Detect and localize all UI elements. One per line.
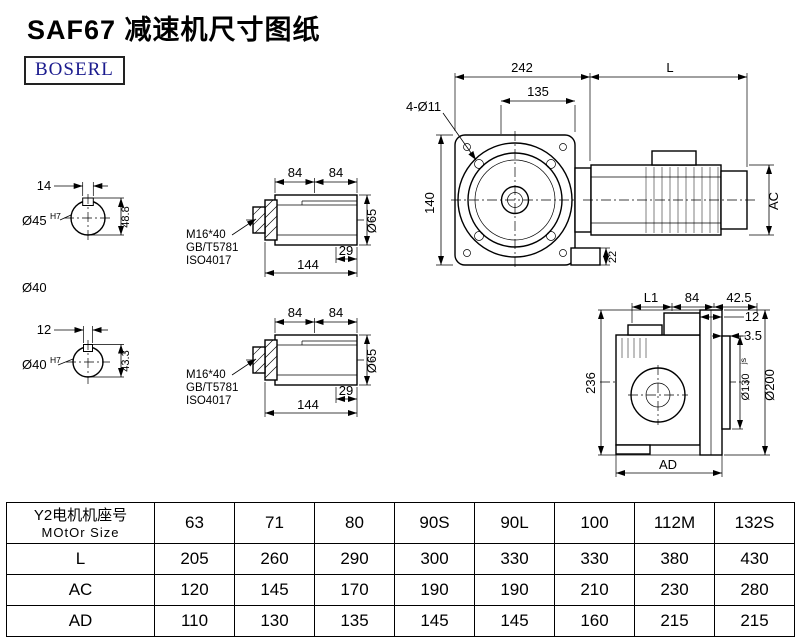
table-cell: 330 xyxy=(474,543,555,575)
table-cell: 71 xyxy=(234,502,315,544)
bolt-hole-callout: 4-Ø11 xyxy=(406,99,441,114)
dim-144: 144 xyxy=(297,397,319,412)
bore-label-40: Ø40 xyxy=(22,357,47,372)
table-cell: 135 xyxy=(314,605,395,637)
dim-242: 242 xyxy=(511,60,533,75)
bore-tolerance-40: H7 xyxy=(50,355,61,365)
table-cell: 230 xyxy=(634,574,715,606)
table-cell: 190 xyxy=(474,574,555,606)
bolt-spec-line1: M16*40 xyxy=(186,369,226,381)
table-row-L: L 205 260 290 300 330 330 380 430 xyxy=(6,543,795,575)
dim-84: 84 xyxy=(685,290,699,305)
dim-84-right: 84 xyxy=(329,305,343,320)
table-cell: 130 xyxy=(234,605,315,637)
table-cell: 330 xyxy=(554,543,635,575)
dim-84-left: 84 xyxy=(288,165,302,180)
dim-AD: AD xyxy=(659,457,677,472)
table-cell: 110 xyxy=(154,605,235,637)
table-cell: 145 xyxy=(394,605,475,637)
dim-d200: Ø200 xyxy=(762,369,777,401)
table-cell: 190 xyxy=(394,574,475,606)
dim-d130: Ø130 xyxy=(740,374,752,401)
table-cell: 63 xyxy=(154,502,235,544)
side-view: L1 84 42.5 12 3.5 236 Ø130 js Ø200 xyxy=(583,290,777,477)
dim-22: 22 xyxy=(607,251,619,263)
table-cell: 145 xyxy=(234,574,315,606)
motor-size-header-en: MOtOr Size xyxy=(41,524,120,540)
dim-L: L xyxy=(666,60,673,75)
table-cell: 90S xyxy=(394,502,475,544)
table-cell: 90L xyxy=(474,502,555,544)
dim-29: 29 xyxy=(339,383,353,398)
dim-140: 140 xyxy=(422,192,437,214)
front-view: 242 L 135 4-Ø11 140 22 AC xyxy=(406,60,781,269)
bolt-spec-line1: M16*40 xyxy=(186,229,226,241)
table-cell: 380 xyxy=(634,543,715,575)
table-row-AC: AC 120 145 170 190 190 210 230 280 xyxy=(6,574,795,606)
page-title: SAF67 减速机尺寸图纸 xyxy=(27,15,321,45)
motor-size-header-cn: Y2电机机座号 xyxy=(33,506,128,524)
dim-84-right: 84 xyxy=(329,165,343,180)
shaft-section-bottom: 12 43.3 Ø40 H7 xyxy=(22,322,132,384)
row-label-AC: AC xyxy=(6,574,155,606)
motor-dimension-table: Y2电机机座号 MOtOr Size 63 71 80 90S 90L 100 … xyxy=(6,502,795,637)
hollow-shaft-detail-top: 84 84 29 144 Ø65 M16*40 GB/T5781 ISO4017 xyxy=(186,165,379,277)
dim-keyway-width-12: 12 xyxy=(37,322,51,337)
dim-d65: Ø65 xyxy=(364,209,379,234)
table-cell: 80 xyxy=(314,502,395,544)
table-cell: 112M xyxy=(634,502,715,544)
dim-84-left: 84 xyxy=(288,305,302,320)
table-cell: 170 xyxy=(314,574,395,606)
bolt-spec-line2: GB/T5781 xyxy=(186,382,238,394)
table-row-motor-size: Y2电机机座号 MOtOr Size 63 71 80 90S 90L 100 … xyxy=(6,502,795,544)
bolt-spec-line3: ISO4017 xyxy=(186,395,231,407)
table-cell: 100 xyxy=(554,502,635,544)
dim-3-5: 3.5 xyxy=(744,328,762,343)
hollow-shaft-detail-bottom: 84 84 29 144 Ø65 M16*40 GB/T5781 ISO4017 xyxy=(186,305,379,417)
table-cell: 290 xyxy=(314,543,395,575)
table-cell: 280 xyxy=(714,574,795,606)
table-cell: 145 xyxy=(474,605,555,637)
dim-keyway-width-14: 14 xyxy=(37,178,51,193)
bore-label-45: Ø45 xyxy=(22,213,47,228)
row-label-L: L xyxy=(6,543,155,575)
dim-L1: L1 xyxy=(644,290,658,305)
table-cell: 300 xyxy=(394,543,475,575)
bolt-spec-line3: ISO4017 xyxy=(186,255,231,267)
table-cell: 215 xyxy=(714,605,795,637)
table-cell: 215 xyxy=(634,605,715,637)
bore-note-40: Ø40 xyxy=(22,280,47,295)
dim-d130-tolerance: js xyxy=(738,358,748,365)
bolt-spec-line2: GB/T5781 xyxy=(186,242,238,254)
table-cell: 132S xyxy=(714,502,795,544)
dim-keyway-depth-48-8: 48.8 xyxy=(120,206,132,227)
table-cell: 260 xyxy=(234,543,315,575)
dim-144: 144 xyxy=(297,257,319,272)
brand-logo: BOSERL xyxy=(24,56,125,85)
motor-size-header: Y2电机机座号 MOtOr Size xyxy=(6,502,155,544)
dim-135: 135 xyxy=(527,84,549,99)
table-cell: 120 xyxy=(154,574,235,606)
dim-12: 12 xyxy=(745,309,759,324)
dim-29: 29 xyxy=(339,243,353,258)
row-label-AD: AD xyxy=(6,605,155,637)
table-cell: 430 xyxy=(714,543,795,575)
table-cell: 205 xyxy=(154,543,235,575)
table-cell: 160 xyxy=(554,605,635,637)
bore-tolerance-45: H7 xyxy=(50,211,61,221)
dim-42-5: 42.5 xyxy=(726,290,751,305)
dim-AC: AC xyxy=(766,192,781,210)
dim-236: 236 xyxy=(583,372,598,394)
technical-drawing: 242 L 135 4-Ø11 140 22 AC xyxy=(22,60,781,477)
table-cell: 210 xyxy=(554,574,635,606)
dim-d65: Ø65 xyxy=(364,349,379,374)
dim-keyway-depth-43-3: 43.3 xyxy=(120,350,132,371)
table-row-AD: AD 110 130 135 145 145 160 215 215 xyxy=(6,605,795,637)
shaft-section-top: 14 48.8 Ø45 H7 Ø40 xyxy=(22,178,132,295)
